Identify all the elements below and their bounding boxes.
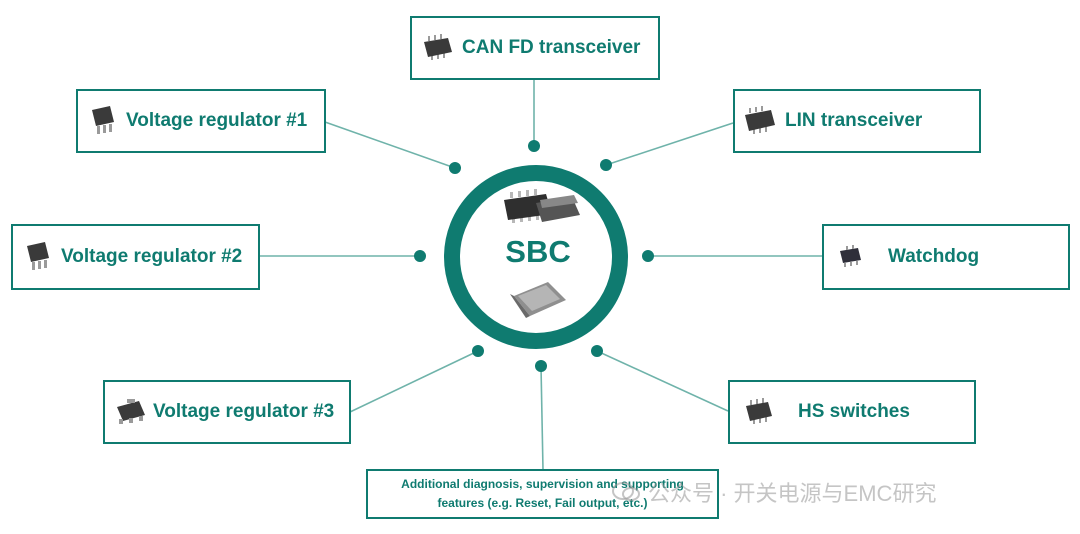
box-hs-switches: HS switches (728, 380, 976, 444)
box-additional-features: Additional diagnosis, supervision and su… (366, 469, 719, 519)
node-dot-vr3 (472, 345, 484, 357)
chip-icon (743, 106, 777, 136)
box-label: CAN FD transceiver (462, 37, 641, 58)
sbc-chip-lower-icon (510, 282, 566, 318)
node-dot-can (528, 140, 540, 152)
box-voltage-regulator-1: Voltage regulator #1 (76, 89, 326, 153)
box-voltage-regulator-2: Voltage regulator #2 (11, 224, 260, 290)
chip-icon (23, 240, 53, 274)
box-label: LIN transceiver (785, 110, 923, 131)
sbc-chip-upper-icon (504, 189, 580, 223)
connector-lin (605, 122, 734, 166)
wechat-icon (612, 482, 640, 501)
box-can-fd-transceiver: CAN FD transceiver (410, 16, 660, 80)
box-watchdog: Watchdog (822, 224, 1070, 290)
additional-line-2: features (e.g. Reset, Fail output, etc.) (437, 496, 648, 510)
chip-icon (88, 104, 118, 138)
node-dot-lin (600, 159, 612, 171)
chip-icon (744, 398, 774, 426)
chip-icon (422, 34, 454, 62)
chip-icon (836, 245, 864, 269)
chip-icon (113, 397, 149, 427)
box-voltage-regulator-3: Voltage regulator #3 (103, 380, 351, 444)
node-dot-additional (535, 360, 547, 372)
watermark-text: 公众号 · 开关电源与EMC研究 (648, 481, 937, 506)
box-label: Voltage regulator #3 (153, 401, 335, 422)
box-lin-transceiver: LIN transceiver (733, 89, 981, 153)
node-dot-watchdog (642, 250, 654, 262)
connector-additional (540, 365, 544, 471)
box-label: HS switches (798, 401, 910, 422)
box-label: Watchdog (888, 246, 980, 267)
box-label: Voltage regulator #1 (126, 110, 308, 131)
node-dot-vr2 (414, 250, 426, 262)
node-dot-vr1 (449, 162, 461, 174)
box-label: Voltage regulator #2 (61, 246, 243, 267)
node-dot-hs (591, 345, 603, 357)
sbc-label: SBC (505, 234, 571, 269)
connector-vr1 (324, 121, 456, 169)
connector-hs (596, 350, 729, 412)
connector-vr3 (349, 350, 479, 413)
watermark: 公众号 · 开关电源与EMC研究 (612, 476, 936, 508)
